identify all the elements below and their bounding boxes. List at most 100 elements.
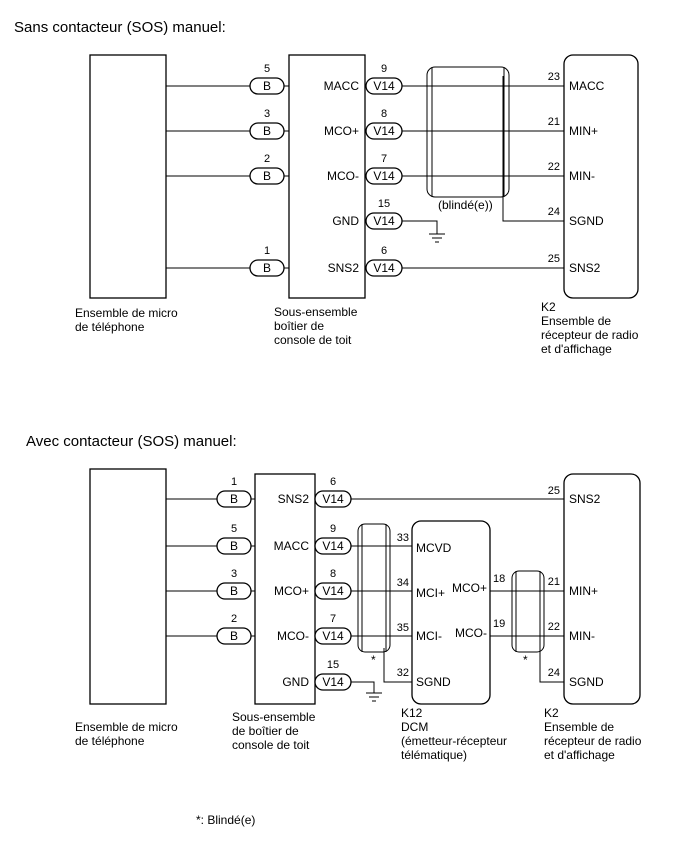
s2-right-pin-21: 21 (548, 576, 560, 588)
s2-dcm-out-pin-18: 18 (493, 573, 505, 585)
s1-connector-b-1: B 5 (249, 63, 285, 95)
s1-right-pin-25: 25 (548, 253, 560, 265)
s1-caption-console-3: console de toit (274, 333, 352, 347)
svg-text:B: B (263, 261, 271, 275)
s2-dcm-out-signal-mco-plus: MCO+ (452, 581, 487, 595)
svg-text:V14: V14 (322, 492, 344, 506)
s1-right-pin-22: 22 (548, 161, 560, 173)
s2-right-pin-25: 25 (548, 485, 560, 497)
s1-caption-radio-1: Ensemble de (541, 314, 611, 328)
svg-text:V14: V14 (373, 79, 395, 93)
s1-v14-pin-8: 8 (381, 108, 387, 120)
s2-connector-v14-3: V14 8 (314, 568, 352, 600)
s2-caption-k12-code: K12 (401, 706, 423, 720)
s2-dcm-pin-35: 35 (397, 622, 409, 634)
s1-caption-microphone-1: Ensemble de micro (75, 306, 178, 320)
s1-shield-outline (426, 66, 510, 198)
s1-caption-k2-code: K2 (541, 300, 556, 314)
s2-v14-pin-9: 9 (330, 523, 336, 535)
s2-caption-k2-code: K2 (544, 706, 559, 720)
s2-caption-dcm-3: télématique) (401, 748, 467, 762)
s2-caption-console-2: de boîtier de (232, 724, 299, 738)
s1-b-pin-2: 2 (264, 153, 270, 165)
s2-dcm-signal-mci-minus: MCI- (416, 629, 442, 643)
s1-wire-shield-sgnd (502, 76, 564, 222)
s2-dcm-pin-32: 32 (397, 667, 409, 679)
s1-caption-console-1: Sous-ensemble (274, 305, 358, 319)
svg-text:B: B (263, 124, 271, 138)
svg-text:B: B (230, 539, 238, 553)
svg-text:V14: V14 (322, 584, 344, 598)
s2-caption-console-3: console de toit (232, 738, 310, 752)
s2-b-pin-3: 3 (231, 568, 237, 580)
s2-connector-v14-5: V14 15 (314, 659, 352, 691)
s2-right-signal-sgnd: SGND (569, 675, 604, 689)
s2-connector-v14-1: V14 6 (314, 476, 352, 508)
s1-right-pin-24: 24 (548, 206, 560, 218)
s1-right-pin-21: 21 (548, 116, 560, 128)
s2-shield-2-asterisk: * (523, 653, 528, 667)
s1-connector-b-2: B 3 (249, 108, 285, 140)
svg-text:B: B (230, 584, 238, 598)
s1-caption-radio-3: et d'affichage (541, 342, 612, 356)
s1-mid-signal-mco-plus: MCO+ (324, 124, 359, 138)
s1-right-signal-sns2: SNS2 (569, 261, 601, 275)
s2-dcm-out-signal-mco-minus: MCO- (455, 626, 487, 640)
s1-b-pin-3: 3 (264, 108, 270, 120)
svg-text:V14: V14 (373, 124, 395, 138)
svg-text:B: B (230, 629, 238, 643)
s1-connector-b-3: B 2 (249, 153, 285, 185)
s1-connector-v14-1: V14 9 (365, 63, 403, 95)
s2-wire-shield-sgnd-right (539, 648, 564, 683)
s1-microphone-assembly (89, 54, 167, 299)
svg-text:V14: V14 (322, 539, 344, 553)
s1-caption-microphone-2: de téléphone (75, 320, 145, 334)
s2-mid-signal-mco-plus: MCO+ (274, 584, 309, 598)
s1-mid-signal-gnd: GND (332, 214, 359, 228)
s1-caption-radio-2: récepteur de radio (541, 328, 639, 342)
svg-text:V14: V14 (322, 675, 344, 689)
s2-dcm-signal-sgnd: SGND (416, 675, 451, 689)
s2-v14-pin-15: 15 (327, 659, 339, 671)
s1-mid-signal-sns2: SNS2 (328, 261, 360, 275)
s2-overhead-console-box (254, 473, 316, 705)
s2-right-signal-min-minus: MIN- (569, 629, 595, 643)
s2-mid-signal-sns2: SNS2 (278, 492, 310, 506)
s2-connector-v14-4: V14 7 (314, 613, 352, 645)
s2-v14-pin-8: 8 (330, 568, 336, 580)
svg-text:B: B (263, 79, 271, 93)
s1-right-signal-min-minus: MIN- (569, 169, 595, 183)
s1-b-pin-5: 5 (264, 63, 270, 75)
s1-v14-pin-15: 15 (378, 198, 390, 210)
s2-right-signal-sns2: SNS2 (569, 492, 601, 506)
s1-right-signal-macc: MACC (569, 79, 605, 93)
s2-dcm-out-pin-19: 19 (493, 618, 505, 630)
s1-overhead-console-box (288, 54, 366, 299)
s2-radio-receiver-display (563, 473, 641, 705)
s1-mid-signal-mco-minus: MCO- (327, 169, 359, 183)
s2-dcm-pin-34: 34 (397, 577, 409, 589)
section1-title: Sans contacteur (SOS) manuel: (14, 19, 226, 36)
s1-connector-b-4: B 1 (249, 245, 285, 277)
s1-b-pin-1: 1 (264, 245, 270, 257)
s2-b-pin-2: 2 (231, 613, 237, 625)
s2-caption-radio-1: Ensemble de (544, 720, 614, 734)
s1-caption-console-2: boîtier de (274, 319, 324, 333)
s1-mid-signal-macc: MACC (324, 79, 360, 93)
svg-text:V14: V14 (373, 261, 395, 275)
s2-right-pin-24: 24 (548, 667, 560, 679)
section2-title: Avec contacteur (SOS) manuel: (26, 433, 237, 450)
s2-shield-2-outline (511, 570, 545, 653)
svg-text:B: B (263, 169, 271, 183)
s1-connector-v14-3: V14 7 (365, 153, 403, 185)
s2-wire-shield-sgnd-dcm (383, 648, 412, 683)
s2-connector-b-4: B 2 (216, 613, 252, 645)
s2-connector-v14-2: V14 9 (314, 523, 352, 555)
s1-connector-v14-5: V14 6 (365, 245, 403, 277)
s2-v14-pin-6: 6 (330, 476, 336, 488)
s2-v14-pin-7: 7 (330, 613, 336, 625)
s2-right-pin-22: 22 (548, 621, 560, 633)
svg-text:V14: V14 (373, 214, 395, 228)
s2-caption-radio-3: et d'affichage (544, 748, 615, 762)
s2-mid-signal-macc: MACC (274, 539, 310, 553)
